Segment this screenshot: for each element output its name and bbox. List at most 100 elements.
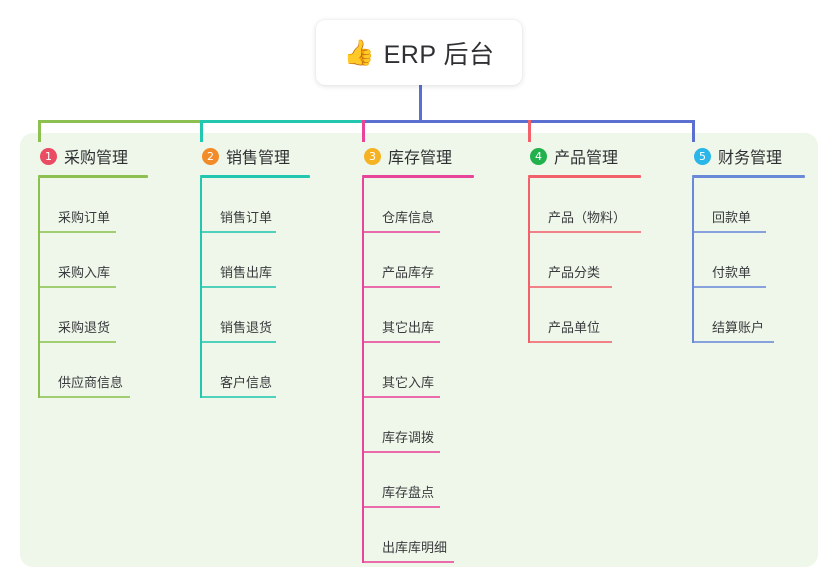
- leaf-node-label: 客户信息: [220, 375, 273, 390]
- leaf-node[interactable]: 出库库明细: [362, 508, 458, 563]
- column-title: 采购管理: [64, 150, 129, 167]
- leaf-node-rule: [692, 341, 774, 343]
- connector-bar-segment-2: [200, 120, 365, 123]
- leaf-node-label: 销售出库: [220, 265, 273, 280]
- column-header-采购管理[interactable]: 1 采购管理: [38, 143, 148, 169]
- leaf-node-rule: [528, 286, 612, 288]
- leaf-node[interactable]: 客户信息: [200, 343, 280, 398]
- leaf-node-label: 供应商信息: [58, 375, 124, 390]
- column-number-badge: 1: [40, 147, 57, 165]
- column-number-badge: 3: [364, 147, 381, 165]
- connector-drop-4: [528, 120, 531, 142]
- leaf-node-label: 采购入库: [58, 265, 111, 280]
- leaf-node[interactable]: 销售订单: [200, 178, 280, 233]
- column-header-库存管理[interactable]: 3 库存管理: [362, 143, 474, 169]
- leaf-node-rule: [200, 231, 276, 233]
- leaf-node-label: 其它出库: [382, 320, 435, 335]
- diagram-panel: [20, 133, 818, 567]
- leaf-node-rule: [362, 286, 440, 288]
- leaf-node-rule: [200, 396, 276, 398]
- leaf-node-rule: [528, 341, 612, 343]
- column-title: 库存管理: [388, 150, 453, 167]
- leaf-node-rule: [200, 286, 276, 288]
- leaf-node-rule: [38, 286, 116, 288]
- column-spine: [38, 178, 40, 398]
- leaf-node[interactable]: 付款单: [692, 233, 770, 288]
- leaf-node[interactable]: 结算账户: [692, 288, 778, 343]
- column-采购管理: 1 采购管理采购订单采购入库采购退货供应商信息: [38, 143, 148, 398]
- column-number-badge: 4: [530, 147, 547, 165]
- leaf-node-label: 回款单: [712, 210, 752, 225]
- column-header-rule: [38, 175, 148, 178]
- column-items: 仓库信息产品库存其它出库其它入库库存调拨库存盘点出库库明细: [362, 178, 474, 563]
- column-库存管理: 3 库存管理仓库信息产品库存其它出库其它入库库存调拨库存盘点出库库明细: [362, 143, 474, 563]
- leaf-node[interactable]: 产品（物料）: [528, 178, 645, 233]
- column-财务管理: 5 财务管理回款单付款单结算账户: [692, 143, 805, 343]
- column-title: 销售管理: [226, 150, 291, 167]
- column-spine: [692, 178, 694, 343]
- leaf-node[interactable]: 库存盘点: [362, 453, 444, 508]
- leaf-node[interactable]: 销售退货: [200, 288, 280, 343]
- connector-drop-5: [692, 120, 695, 142]
- leaf-node-label: 付款单: [712, 265, 752, 280]
- leaf-node-label: 销售退货: [220, 320, 273, 335]
- leaf-node-label: 采购退货: [58, 320, 111, 335]
- leaf-node-label: 产品（物料）: [548, 210, 627, 225]
- leaf-node-rule: [528, 231, 641, 233]
- leaf-node-label: 仓库信息: [382, 210, 435, 225]
- leaf-node[interactable]: 回款单: [692, 178, 770, 233]
- column-销售管理: 2 销售管理销售订单销售出库销售退货客户信息: [200, 143, 310, 398]
- leaf-node-rule: [362, 396, 440, 398]
- leaf-node-label: 其它入库: [382, 375, 435, 390]
- connector-drop-2: [200, 120, 203, 142]
- leaf-node[interactable]: 采购退货: [38, 288, 120, 343]
- leaf-node-label: 产品库存: [382, 265, 435, 280]
- leaf-node-rule: [692, 286, 766, 288]
- column-items: 采购订单采购入库采购退货供应商信息: [38, 178, 148, 398]
- column-header-财务管理[interactable]: 5 财务管理: [692, 143, 805, 169]
- leaf-node-rule: [362, 451, 440, 453]
- connector-drop-3: [362, 120, 365, 142]
- leaf-node[interactable]: 其它入库: [362, 343, 444, 398]
- leaf-node-label: 采购订单: [58, 210, 111, 225]
- leaf-node[interactable]: 库存调拨: [362, 398, 444, 453]
- thumbs-up-icon: 👍: [343, 39, 375, 67]
- leaf-node[interactable]: 产品分类: [528, 233, 616, 288]
- leaf-node-rule: [362, 506, 440, 508]
- column-items: 回款单付款单结算账户: [692, 178, 805, 343]
- leaf-node-rule: [362, 231, 440, 233]
- leaf-node-rule: [692, 231, 766, 233]
- leaf-node-label: 产品分类: [548, 265, 601, 280]
- leaf-node[interactable]: 其它出库: [362, 288, 444, 343]
- leaf-node-label: 结算账户: [712, 320, 765, 335]
- column-items: 销售订单销售出库销售退货客户信息: [200, 178, 310, 398]
- leaf-node[interactable]: 仓库信息: [362, 178, 444, 233]
- column-header-rule: [200, 175, 310, 178]
- connector-drop-1: [38, 120, 41, 142]
- connector-trunk: [419, 84, 422, 123]
- leaf-node[interactable]: 供应商信息: [38, 343, 134, 398]
- leaf-node[interactable]: 采购入库: [38, 233, 120, 288]
- leaf-node-label: 库存调拨: [382, 430, 435, 445]
- leaf-node-label: 销售订单: [220, 210, 273, 225]
- leaf-node-rule: [38, 341, 116, 343]
- column-spine: [528, 178, 530, 343]
- column-header-rule: [692, 175, 805, 178]
- column-title: 财务管理: [718, 150, 783, 167]
- leaf-node[interactable]: 产品库存: [362, 233, 444, 288]
- root-node-erp-backend[interactable]: 👍 ERP 后台: [316, 20, 522, 85]
- leaf-node-rule: [38, 396, 130, 398]
- column-number-badge: 2: [202, 147, 219, 165]
- column-spine: [362, 178, 364, 563]
- column-number-badge: 5: [694, 147, 711, 165]
- leaf-node-label: 产品单位: [548, 320, 601, 335]
- column-header-销售管理[interactable]: 2 销售管理: [200, 143, 310, 169]
- leaf-node-rule: [200, 341, 276, 343]
- leaf-node-label: 库存盘点: [382, 485, 435, 500]
- connector-bar-segment-1: [38, 120, 203, 123]
- leaf-node[interactable]: 产品单位: [528, 288, 616, 343]
- leaf-node[interactable]: 采购订单: [38, 178, 120, 233]
- column-spine: [200, 178, 202, 398]
- leaf-node[interactable]: 销售出库: [200, 233, 280, 288]
